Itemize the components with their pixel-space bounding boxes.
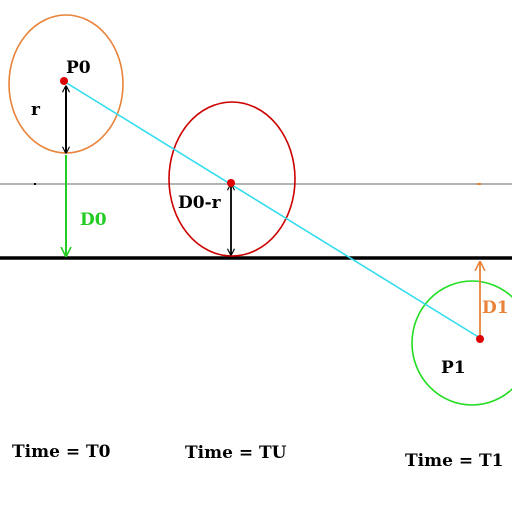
center-point-p1 bbox=[476, 335, 484, 343]
sphere-t1 bbox=[411, 280, 512, 406]
sphere-tu bbox=[168, 101, 296, 257]
center-point-p0 bbox=[60, 77, 68, 85]
label-d1: D1 bbox=[482, 298, 509, 318]
label-d0: D0 bbox=[80, 210, 107, 230]
label-time-tu: Time = TU bbox=[185, 443, 287, 463]
label-p1: P1 bbox=[441, 358, 466, 378]
label-radius: r bbox=[31, 100, 41, 120]
label-d0-minus-r: D0-r bbox=[178, 193, 222, 213]
label-time-t1: Time = T1 bbox=[405, 451, 503, 471]
label-time-t0: Time = T0 bbox=[12, 442, 111, 462]
center-point-tu bbox=[227, 179, 235, 187]
trajectory-line bbox=[64, 81, 481, 339]
label-p0: P0 bbox=[66, 58, 91, 78]
